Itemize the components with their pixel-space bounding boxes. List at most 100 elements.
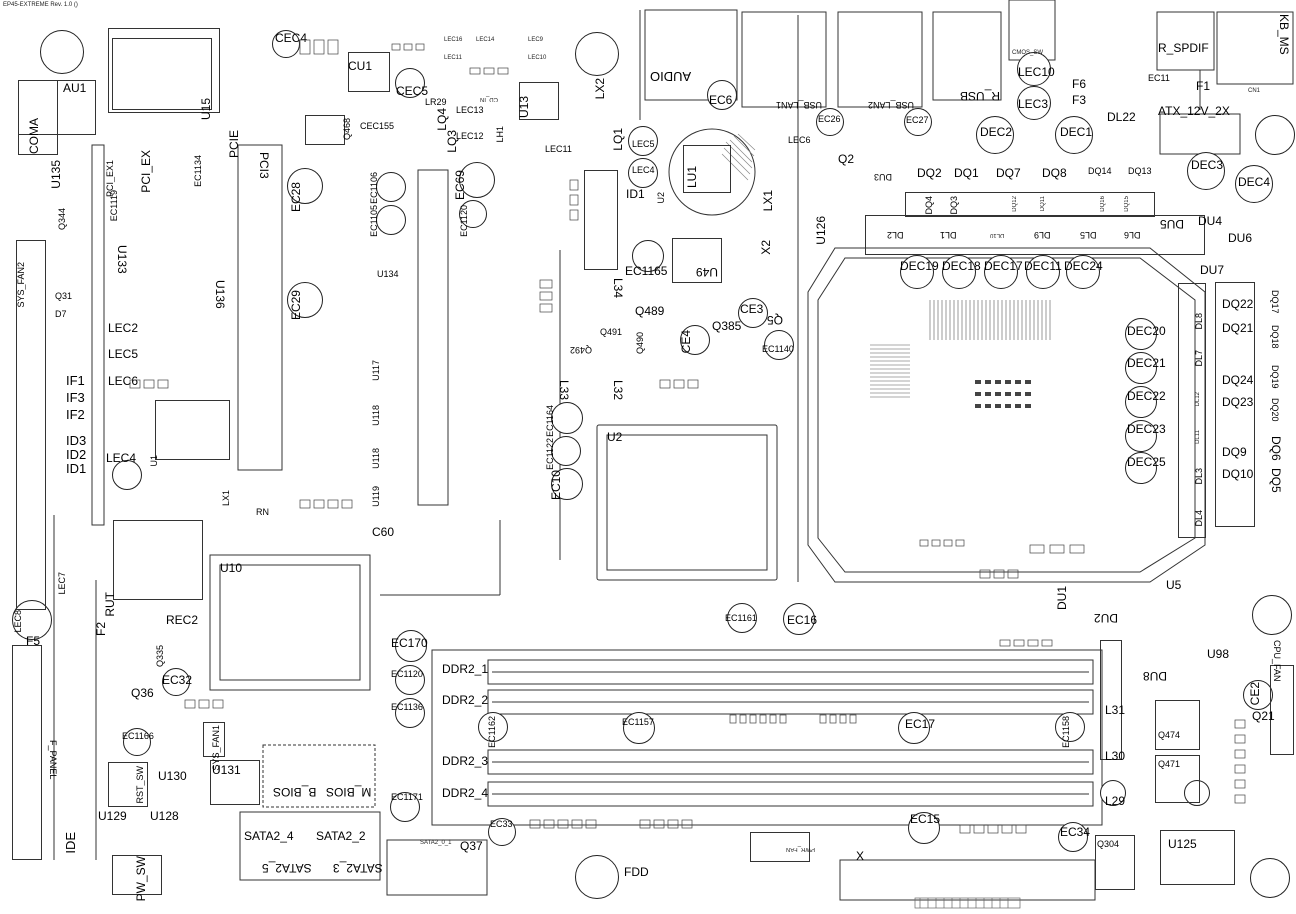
label-q385: Q385 [712,319,742,333]
pwr-fan-header [750,832,810,862]
dq-mosfet-row [905,192,1155,217]
label-ec170: EC170 [391,636,428,650]
capacitor-ec28 [287,168,323,204]
label-dq20: DQ20 [1270,398,1280,422]
label-if2: IF2 [66,407,85,422]
capacitor-ce4 [680,325,710,355]
label-ec29: EC29 [289,290,303,321]
label-r-usb: R_USB [960,89,1001,103]
label-lx2: LX2 [593,78,607,100]
label-rn: RN [256,507,269,517]
file-title: EP45-EXTREME Rev. 1.0 () [3,2,78,8]
label-dq16: DQ16 [1100,196,1106,212]
southbridge-outline [209,554,371,691]
chip-lu1 [683,145,731,193]
capacitor-lec5 [628,126,658,156]
label-ce3: CE3 [740,302,764,316]
label-lh1: LH1 [495,126,505,143]
com-header [18,80,96,135]
label-f-panel: F_PANEL [48,740,58,780]
r-usb-outline [932,11,1002,101]
capacitor-dec23 [1125,420,1157,452]
label-f1: F1 [1196,79,1211,93]
chip-q304 [1095,835,1135,890]
label-u129: U129 [98,809,127,823]
label-ec1164: EC1164 [545,405,555,437]
capacitor-ec32 [162,668,190,696]
label-q36: Q36 [131,686,154,700]
label-u10: U10 [220,561,243,575]
label-dl5: DL5 [1080,230,1097,240]
label-dq23: DQ23 [1222,395,1254,409]
label-dq11: DQ11 [1040,196,1046,212]
capacitor-lec3 [1017,86,1051,120]
capacitor-cec5 [395,68,425,98]
label-u1: U1 [149,455,159,467]
label-dq3: DQ3 [949,196,959,215]
capacitor-ec10 [551,468,583,500]
label-atx: ATX_12V_2X [1158,104,1230,118]
label-cec4: CEC4 [275,31,308,45]
label-dq9: DQ9 [1222,445,1247,459]
label-lec10: LEC10 [1018,65,1055,79]
label-ddr2-3: DDR2_3 [442,754,489,768]
cpu-socket-outline [807,247,1206,583]
label-cec5: CEC5 [396,84,429,98]
label-sata2-4: SATA2_4 [244,829,294,843]
label-du8: DU8 [1143,669,1168,683]
capacitor-dec25 [1125,452,1157,484]
mount-hole [1255,115,1295,155]
rear-io-strip [16,240,46,610]
label-r-spdif: R_SPDIF [1158,41,1209,55]
capacitor-ec1158 [1055,712,1085,742]
label-q21: Q21 [1252,709,1275,723]
chip-q474 [1155,700,1200,750]
label-lec11: LEC11 [444,55,462,61]
label-cn1: CN1 [1248,88,1261,94]
label-dq4: DQ4 [924,196,934,215]
label-ec27: EC27 [906,115,929,125]
capacitor-dec18 [942,255,976,289]
label-ec6: EC6 [709,93,733,107]
label-dl12: DL12 [1195,392,1201,407]
label-u128: U128 [150,809,179,823]
label-pci3: PCI3 [257,152,271,179]
label-id2: ID2 [66,447,87,462]
capacitor-ec1122 [551,436,581,466]
label-ec34: EC34 [1060,825,1091,839]
chip-q468 [305,115,345,145]
label-u131: U131 [212,763,241,777]
label-if1: IF1 [66,373,85,388]
label-ec17: EC17 [905,717,936,731]
label-ec69: EC69 [453,170,467,201]
label-dl11: DL11 [1195,430,1201,444]
label-u130: U130 [158,769,187,783]
label-lec4b: LEC4 [632,165,655,175]
label-rec2: REC2 [166,613,199,627]
label-l34: L34 [611,278,625,299]
label-lec6c: LEC6 [788,135,811,145]
capacitor-dec3 [1187,152,1225,190]
label-ec1105: EC1105 [369,205,379,237]
capacitor-ec17 [898,712,930,744]
label-rst-sw: RST_SW [135,766,145,804]
label-ce2: CE2 [1248,682,1262,706]
label-dl9: DL9 [1034,230,1051,240]
chip-u125 [1160,830,1235,885]
capacitor-dec20 [1125,318,1157,350]
capacitor-ec33 [488,818,516,846]
label-ddr2-4: DDR2_4 [442,786,489,800]
label-dec20: DEC20 [1127,324,1166,338]
label-du3: DU3 [874,172,893,182]
label-u117: U117 [371,360,381,381]
label-id1b: ID1 [626,187,645,201]
capacitor-cec4 [272,30,300,58]
label-dec2: DEC2 [980,125,1013,139]
label-dec11: DEC11 [1024,259,1062,273]
label-b-bios: B_BIOS [273,785,317,799]
label-dq1: DQ1 [954,166,979,180]
label-q471: Q471 [1158,759,1181,769]
label-u126: U126 [814,216,828,245]
label-dq15: DQ15 [1124,196,1130,212]
usb-lan1-outline [741,11,827,108]
